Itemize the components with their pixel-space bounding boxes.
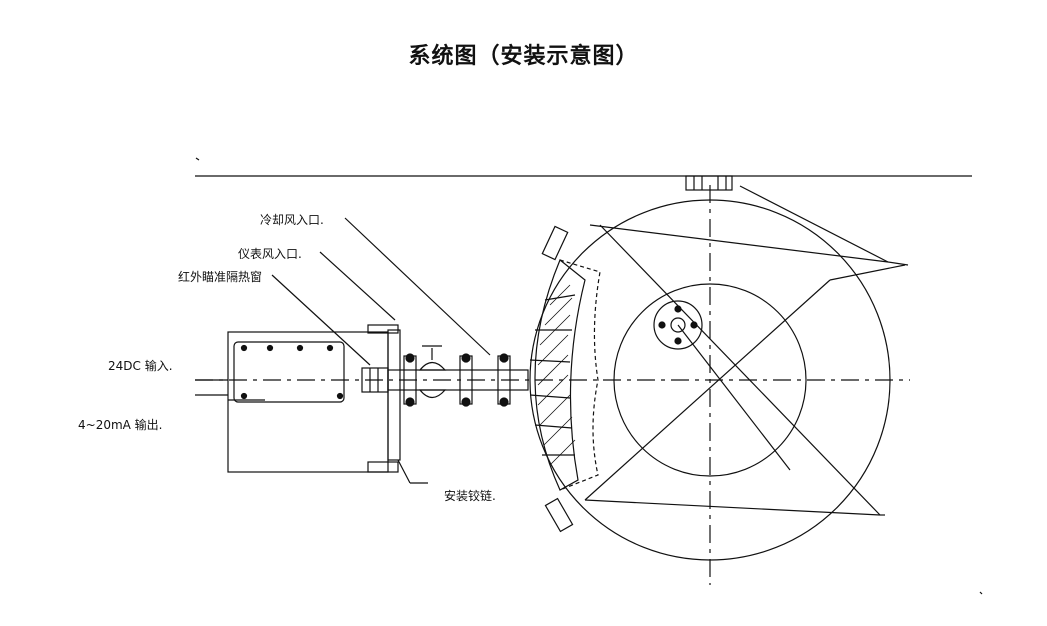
valve (418, 361, 447, 371)
terminal-cover (233, 341, 345, 403)
leader-cooling-air (344, 217, 491, 356)
refractory-lining (534, 259, 586, 491)
leader-instrument-air (319, 251, 396, 321)
label-cooling-air-inlet: 冷却风入口. (260, 213, 324, 227)
leader-ir-window (271, 274, 371, 366)
top-nozzle (685, 175, 733, 191)
page-title: 系统图（安装示意图） (408, 44, 639, 69)
label-ma-output: 4~20mA 输出. (78, 418, 163, 432)
wall-flange (387, 329, 401, 461)
upper-bracket (541, 225, 569, 261)
small-flange (653, 300, 703, 350)
diagonal-line-1 (584, 279, 831, 501)
leader-hinge (397, 459, 411, 484)
label-install-hinge: 安装铰链. (444, 489, 496, 503)
lower-bracket (544, 497, 574, 533)
transmitter-housing (227, 331, 389, 473)
label-instrument-air-inlet: 仪表风入口. (238, 247, 302, 261)
diagonal-line-2 (599, 224, 881, 516)
label-dc-input: 24DC 输入. (108, 359, 173, 373)
label-ir-aiming-window: 红外瞄准隔热窗 (178, 270, 263, 284)
